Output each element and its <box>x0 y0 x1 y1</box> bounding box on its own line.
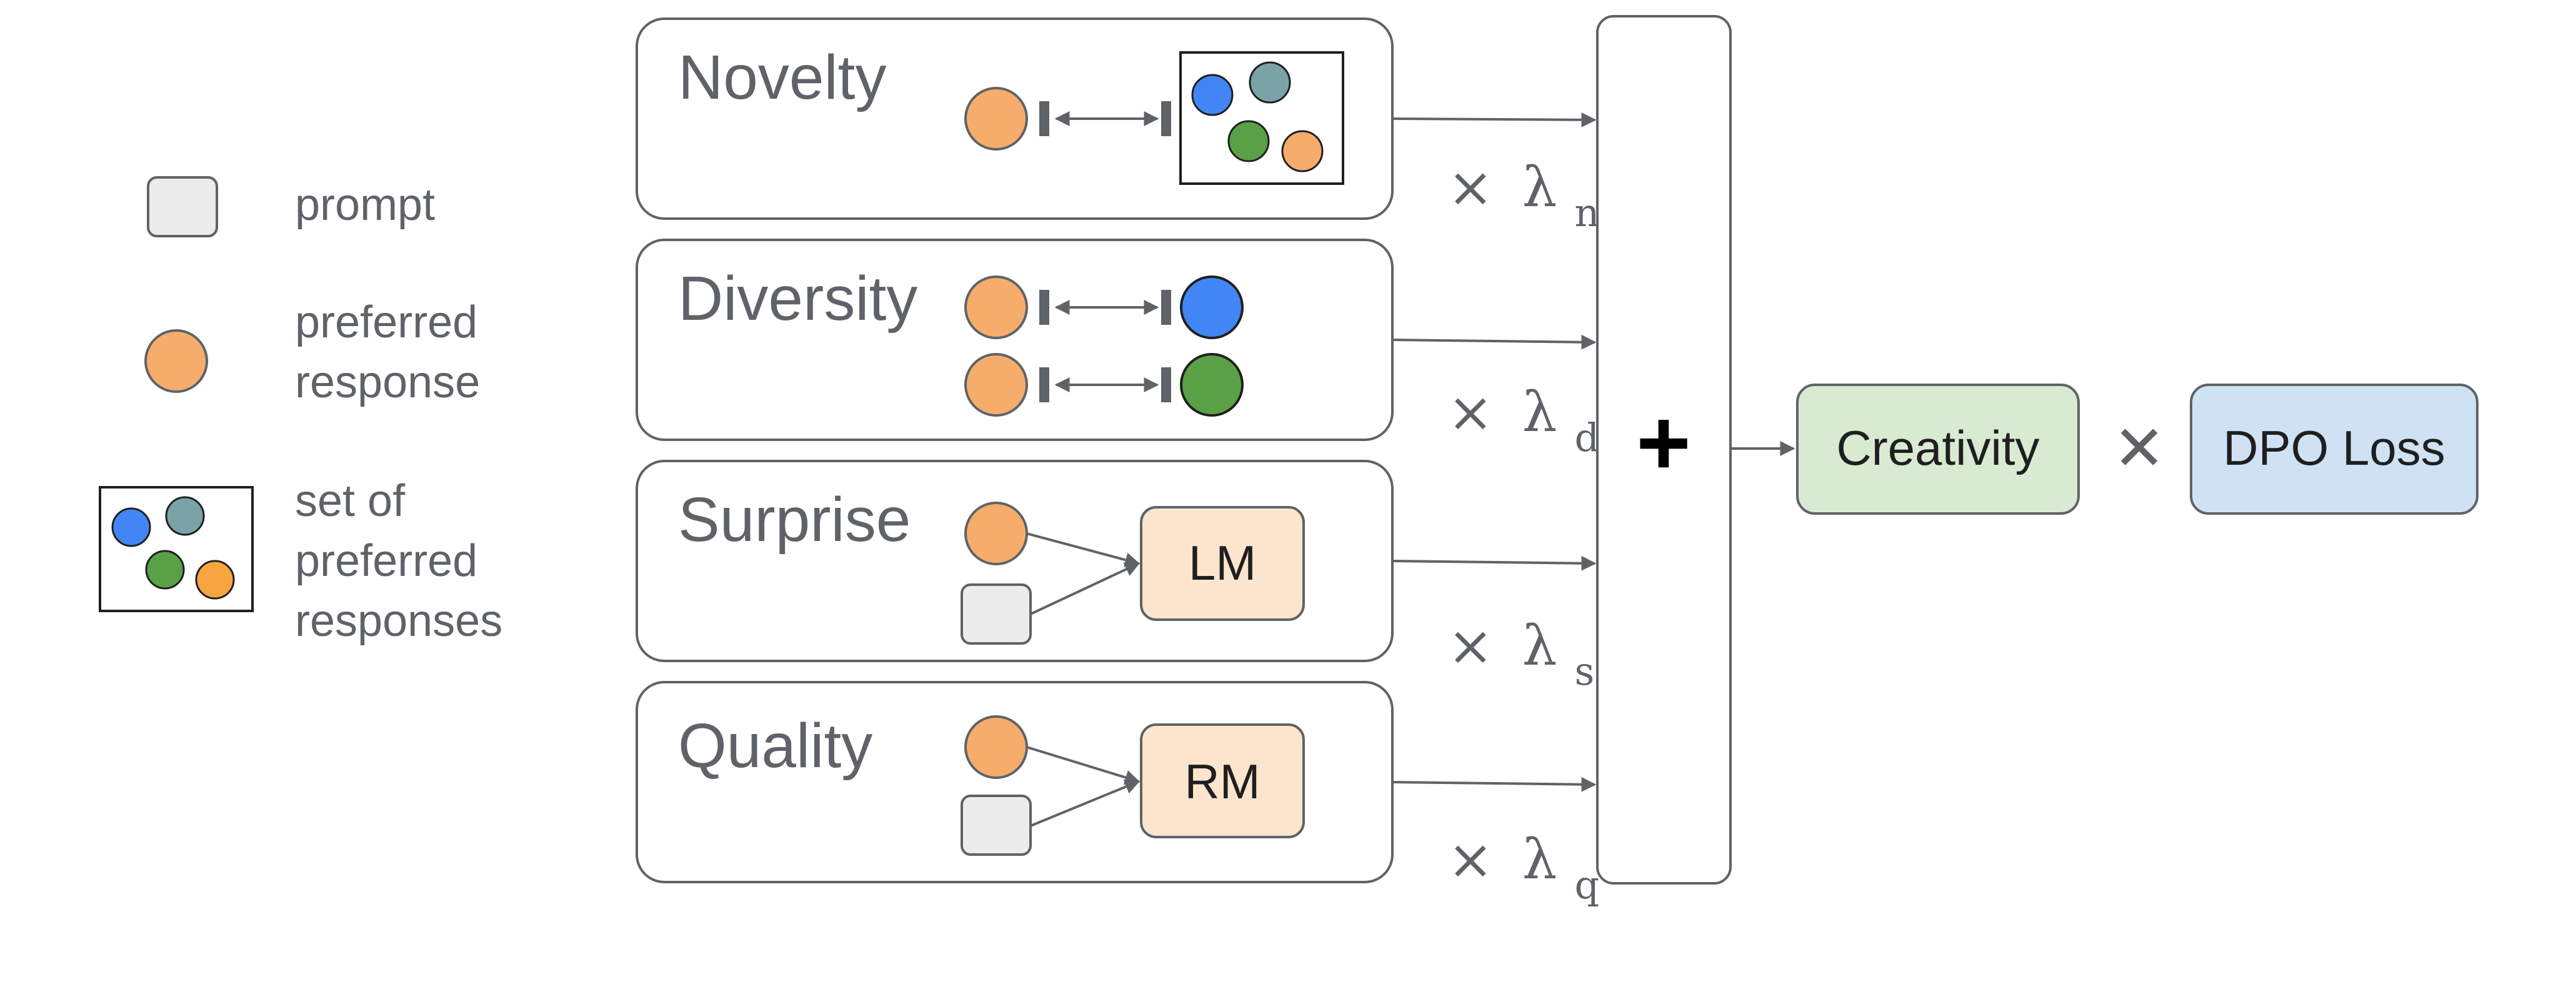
weight-surprise: × λ s <box>1447 613 1594 694</box>
quality-preferred-circle <box>964 715 1028 779</box>
surprise-prompt-square <box>961 583 1032 645</box>
legend-set-label-line2: preferred <box>295 536 477 586</box>
creativity-label: Creativity <box>1836 420 2039 475</box>
set-green-circle <box>145 550 185 590</box>
quality-response-arrow <box>1026 746 1141 785</box>
set-blue-circle <box>111 507 151 547</box>
weight-diversity: × λ d <box>1447 380 1599 460</box>
surprise-preferred-circle <box>964 502 1028 565</box>
legend-set-label-line3: responses <box>295 596 502 646</box>
svg-text:× λ s: × λ s <box>1447 613 1594 694</box>
diversity-blue-circle <box>1180 275 1244 339</box>
quality-title: Quality <box>678 711 872 781</box>
legend-set-label-line1: set of <box>295 476 406 526</box>
legend-preferred-label-line1: preferred <box>295 297 477 347</box>
diversity-bar-right-2 <box>1161 367 1171 402</box>
quality-component: Quality RM <box>636 681 1394 883</box>
svg-text:× λ d: × λ d <box>1447 380 1599 460</box>
weight-novelty-lambda: λ <box>1522 155 1557 219</box>
weight-quality-lambda: λ <box>1522 827 1557 891</box>
diversity-green-circle <box>1180 353 1244 417</box>
surprise-output-arrow <box>1392 555 1597 571</box>
weight-diversity-lambda: λ <box>1522 380 1557 444</box>
diversity-preferred-circle-1 <box>964 275 1028 339</box>
legend-preferred-label-line2: response <box>295 357 480 407</box>
legend-set-icon <box>99 486 254 612</box>
novelty-set-green-circle <box>1227 120 1270 162</box>
novelty-title: Novelty <box>678 42 886 112</box>
weight-surprise-times: × <box>1447 613 1494 678</box>
weight-quality-subscript: q <box>1574 862 1599 908</box>
weight-quality-times: × <box>1447 827 1494 891</box>
diversity-preferred-circle-2 <box>964 353 1028 417</box>
creativity-box <box>1796 384 2080 515</box>
rm-label: RM <box>1184 754 1260 809</box>
weight-diversity-subscript: d <box>1574 415 1599 460</box>
novelty-output-arrow <box>1392 112 1597 127</box>
diversity-title: Diversity <box>678 264 917 334</box>
diversity-component: Diversity <box>636 239 1394 441</box>
legend: prompt preferred response set of preferr… <box>99 176 502 646</box>
svg-text:× λ q: × λ q <box>1447 827 1599 908</box>
novelty-set-blue-circle <box>1191 74 1234 116</box>
novelty-set-orange-circle <box>1281 130 1324 172</box>
weight-diversity-times: × <box>1447 380 1494 444</box>
lm-label: LM <box>1189 535 1256 590</box>
svg-text:× λ n: × λ n <box>1447 155 1599 236</box>
weight-novelty-subscript: n <box>1574 190 1599 236</box>
quality-output-arrow <box>1392 776 1597 792</box>
quality-prompt-arrow <box>1030 780 1141 827</box>
legend-prompt-label: prompt <box>295 180 435 230</box>
weight-surprise-lambda: λ <box>1522 613 1557 678</box>
lm-box <box>1140 506 1305 621</box>
dpo-loss-box <box>2190 384 2479 515</box>
quality-prompt-square <box>961 795 1032 856</box>
multiply-sign: ✕ <box>2113 412 2165 485</box>
plus-sign: + <box>1636 390 1691 495</box>
surprise-title: Surprise <box>678 485 911 555</box>
weight-surprise-subscript: s <box>1574 648 1594 694</box>
novelty-set-icon <box>1179 51 1344 185</box>
novelty-bar-left <box>1039 101 1049 136</box>
rm-box <box>1140 723 1305 838</box>
surprise-response-arrow <box>1026 532 1141 567</box>
surprise-component: Surprise LM <box>636 460 1394 662</box>
weight-quality: × λ q <box>1447 827 1599 908</box>
weight-novelty: × λ n <box>1447 155 1599 236</box>
dpo-loss-label: DPO Loss <box>2223 420 2445 475</box>
surprise-prompt-arrow <box>1030 562 1141 615</box>
set-orange-circle <box>195 560 235 600</box>
novelty-set-teal-circle <box>1249 61 1291 104</box>
legend-prompt-icon <box>147 176 218 237</box>
diversity-output-arrow <box>1392 334 1597 350</box>
diversity-bar-right-1 <box>1161 290 1171 325</box>
novelty-bar-right <box>1161 101 1171 136</box>
set-teal-circle <box>165 496 205 536</box>
novelty-component: Novelty <box>636 17 1394 220</box>
weight-novelty-times: × <box>1447 155 1494 219</box>
diversity-bar-left-1 <box>1039 290 1049 325</box>
diversity-bar-left-2 <box>1039 367 1049 402</box>
legend-preferred-icon <box>144 329 208 393</box>
novelty-preferred-circle <box>964 87 1028 151</box>
